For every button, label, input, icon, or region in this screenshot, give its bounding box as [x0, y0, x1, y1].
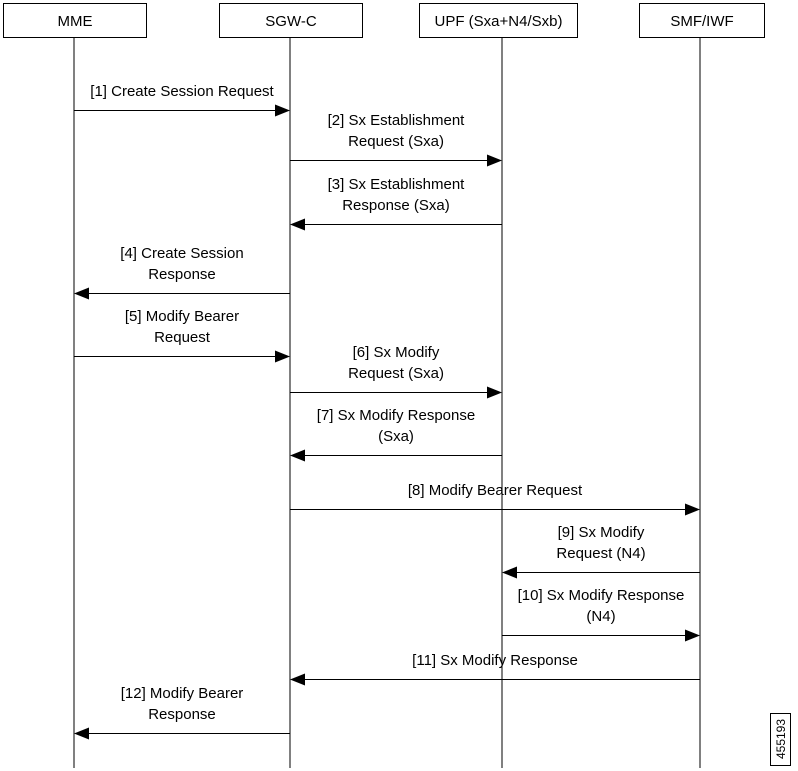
message-10: [10] Sx Modify Response (N4)	[502, 587, 700, 642]
message-label: [6] Sx Modify	[353, 344, 440, 361]
message-arrowhead	[685, 629, 700, 642]
message-arrowhead	[685, 503, 700, 516]
message-label: [5] Modify Bearer	[125, 308, 239, 325]
message-label: [7] Sx Modify Response	[317, 407, 475, 424]
actor-label-upf: UPF (Sxa+N4/Sxb)	[435, 13, 563, 30]
message-arrowhead	[74, 287, 89, 300]
message-label: Response	[148, 706, 216, 723]
actor-label-mme: MME	[58, 13, 93, 30]
message-label: Request (Sxa)	[348, 133, 444, 150]
message-11: [11] Sx Modify Response	[290, 652, 700, 686]
figure-id-box	[770, 713, 791, 766]
figure-id: 455193	[774, 719, 788, 759]
actor-box-upf	[419, 3, 578, 38]
message-arrowhead	[275, 350, 290, 363]
message-label: [9] Sx Modify	[558, 524, 645, 541]
message-label: (N4)	[586, 608, 615, 625]
message-label: [1] Create Session Request	[90, 83, 274, 100]
message-arrowhead	[74, 727, 89, 740]
message-label: [12] Modify Bearer	[121, 685, 244, 702]
actor-boxes: MME SGW-C UPF (Sxa+N4/Sxb) SMF/IWF	[3, 3, 765, 38]
message-label: (Sxa)	[378, 428, 414, 445]
message-8: [8] Modify Bearer Request	[290, 482, 700, 516]
message-label: [3] Sx Establishment	[328, 176, 466, 193]
message-arrowhead	[290, 449, 305, 462]
message-label: Request	[154, 329, 211, 346]
messages: [1] Create Session Request [2] Sx Establi…	[74, 83, 700, 740]
message-label: [11] Sx Modify Response	[412, 652, 578, 669]
actor-box-smf	[639, 3, 765, 38]
message-label: [8] Modify Bearer Request	[408, 482, 583, 499]
message-1: [1] Create Session Request	[74, 83, 290, 117]
message-7: [7] Sx Modify Response (Sxa)	[290, 407, 502, 462]
message-arrowhead	[275, 104, 290, 117]
message-arrowhead	[290, 218, 305, 231]
message-arrowhead	[290, 673, 305, 686]
message-label: [2] Sx Establishment	[328, 112, 466, 129]
actor-box-mme	[3, 3, 147, 38]
message-label: Request (N4)	[556, 545, 645, 562]
message-arrowhead	[502, 566, 517, 579]
message-label: Response (Sxa)	[342, 197, 450, 214]
message-label: [4] Create Session	[120, 245, 243, 262]
actor-label-smf: SMF/IWF	[670, 13, 733, 30]
figure-id-group: 455193	[770, 713, 791, 766]
message-label: [10] Sx Modify Response	[518, 587, 685, 604]
message-label: Request (Sxa)	[348, 365, 444, 382]
actor-box-sgwc	[219, 3, 363, 38]
message-arrowhead	[487, 154, 502, 167]
lifelines	[73, 37, 701, 768]
message-arrowhead	[487, 386, 502, 399]
actor-label-sgwc: SGW-C	[265, 13, 317, 30]
message-label: Response	[148, 266, 216, 283]
